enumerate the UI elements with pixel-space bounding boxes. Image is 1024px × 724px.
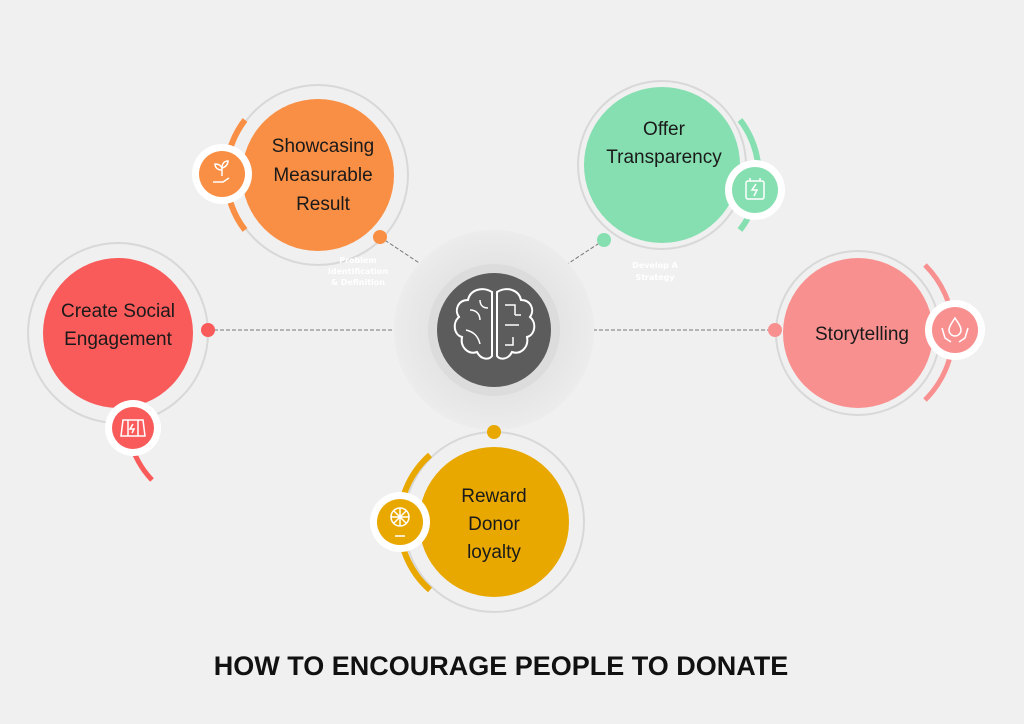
brain-circuit-icon — [453, 288, 536, 360]
center-hub — [394, 230, 594, 430]
node-storytelling: Storytelling — [768, 250, 985, 416]
node-label: Storytelling — [815, 324, 909, 345]
windmill-icon — [390, 507, 410, 537]
map-icon — [120, 419, 146, 437]
hands-drop-icon — [941, 316, 969, 343]
page-title: HOW TO ENCOURAGE PEOPLE TO DONATE — [214, 651, 789, 681]
battery-icon — [745, 178, 765, 200]
plant-in-hand-icon — [213, 160, 230, 183]
